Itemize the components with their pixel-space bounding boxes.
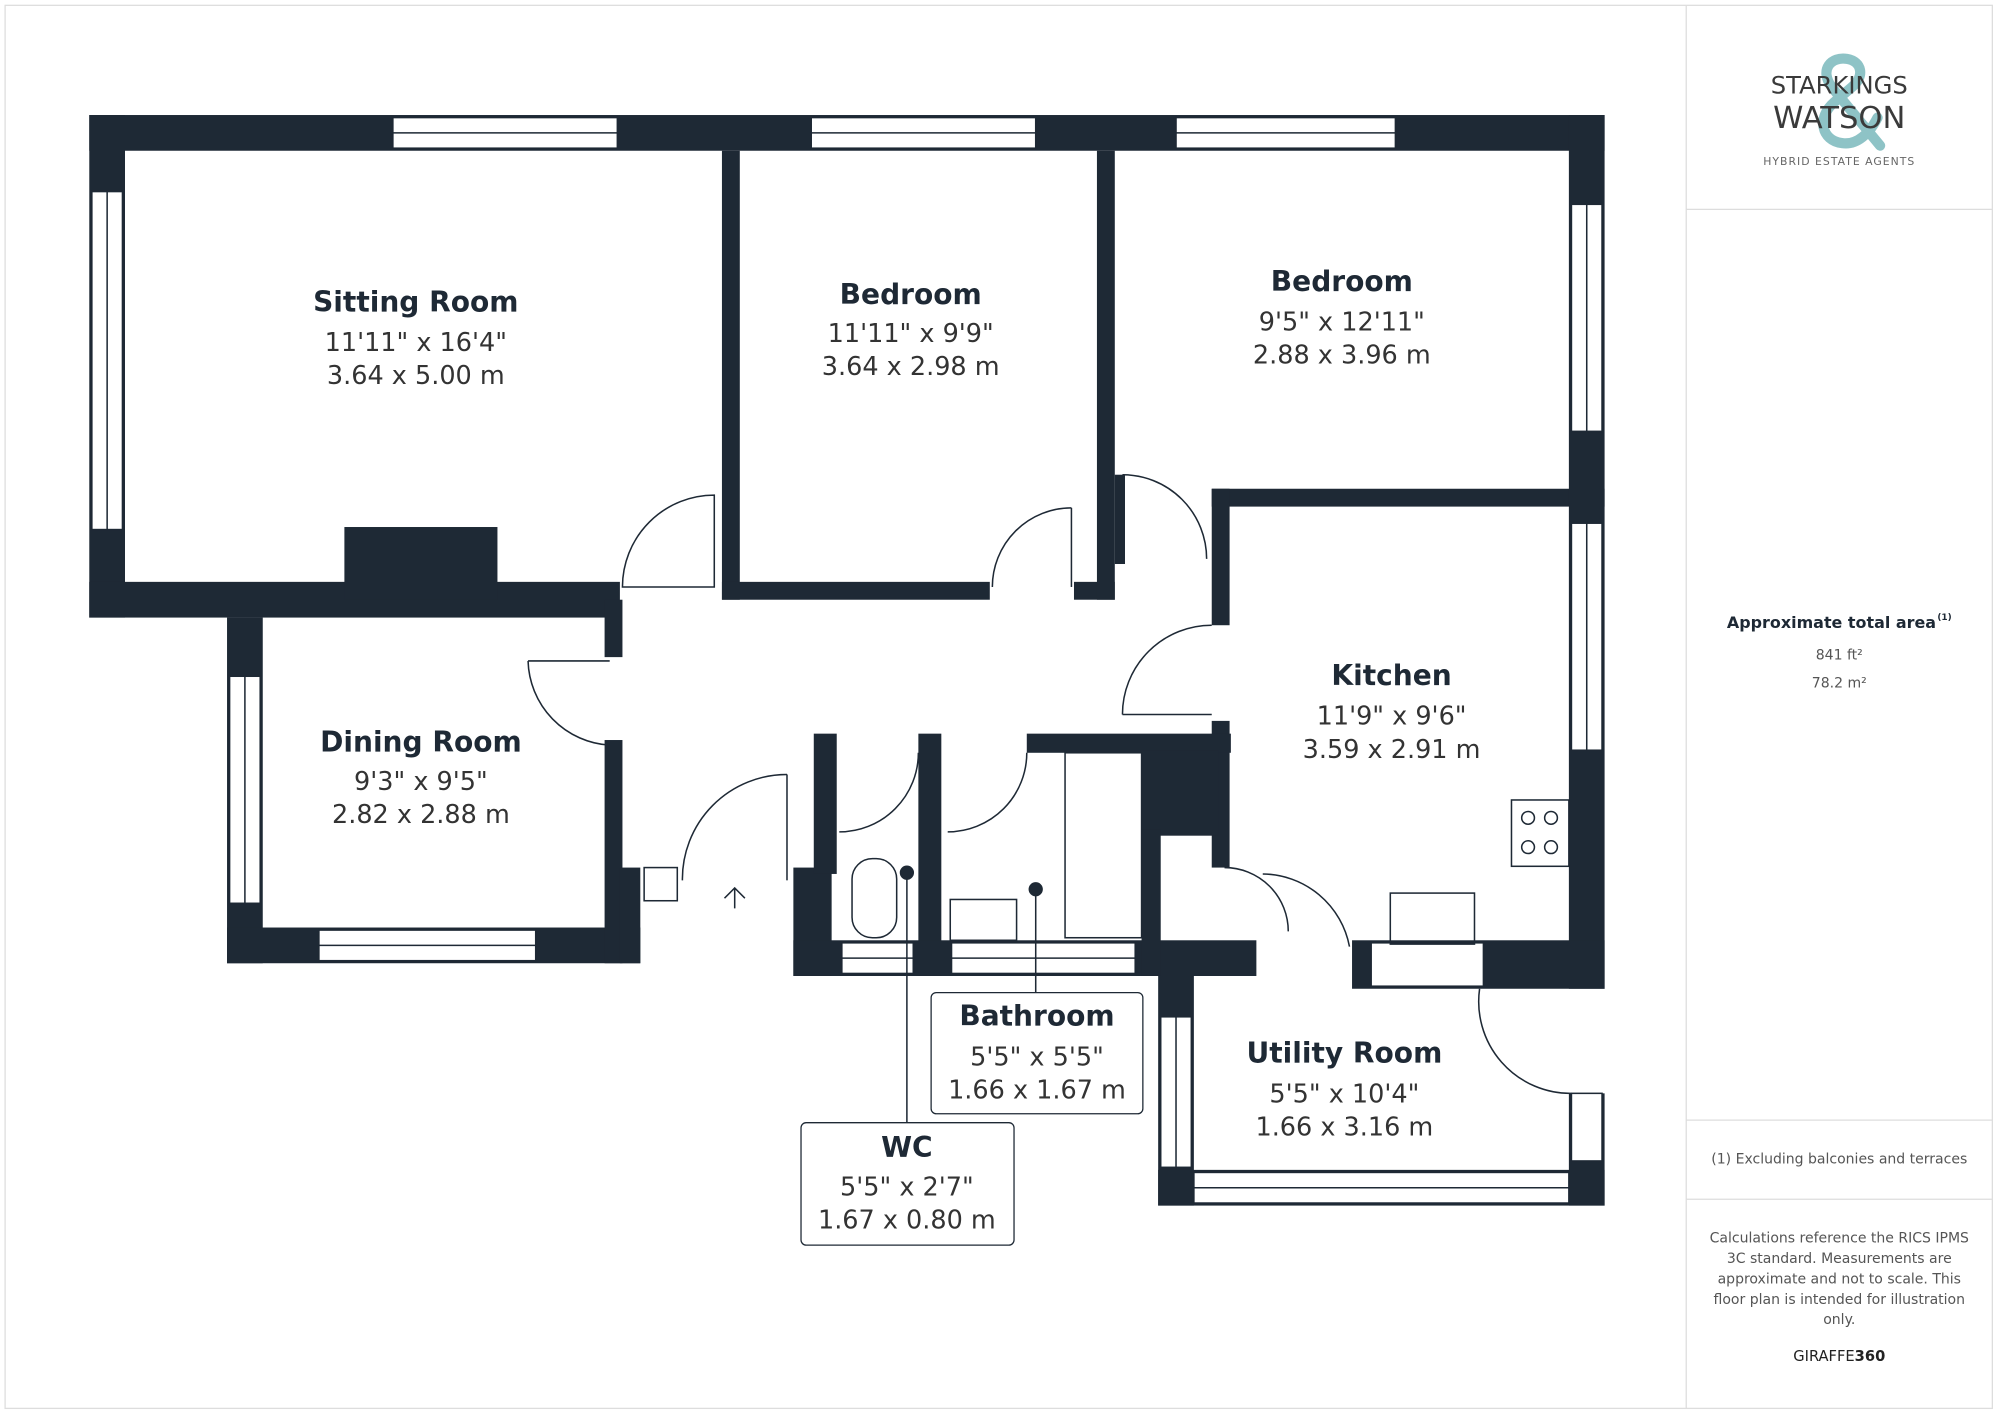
room-dimensions-metric: 2.82 x 2.88 m (332, 800, 510, 830)
room-dimensions-imperial: 9'3" x 9'5" (354, 767, 488, 797)
room-label-bedroom-2: Bedroom 9'5" x 12'11" 2.88 x 3.96 m (1253, 265, 1431, 371)
disclaimer-line: Calculations reference the RICS IPMS (1710, 1231, 1969, 1247)
room-dimensions-metric: 3.59 x 2.91 m (1303, 735, 1481, 765)
area-heading: Approximate total area(1) (1727, 613, 1952, 632)
room-label-bedroom-1: Bedroom 11'11" x 9'9" 3.64 x 2.98 m (822, 278, 1000, 382)
room-label-kitchen: Kitchen 11'9" x 9'6" 3.59 x 2.91 m (1303, 659, 1481, 765)
room-name: Bedroom (840, 278, 982, 311)
room-dimensions-metric: 1.66 x 3.16 m (1255, 1112, 1433, 1142)
room-dimensions-metric: 2.88 x 3.96 m (1253, 341, 1431, 371)
room-label-dining-room: Dining Room 9'3" x 9'5" 2.82 x 2.88 m (320, 726, 522, 830)
room-name: Kitchen (1331, 659, 1451, 692)
area-metric: 78.2 m² (1812, 676, 1867, 692)
logo-ampersand-icon (1818, 53, 1886, 151)
disclaimer-line: approximate and not to scale. This (1718, 1271, 1961, 1287)
giraffe360-credit: GIRAFFE360 (1793, 1348, 1885, 1365)
logo-line1: STARKINGS (1771, 71, 1908, 99)
agent-logo: STARKINGS WATSON HYBRID ESTATE AGENTS (1763, 53, 1915, 168)
room-label-bathroom: Bathroom 5'5" x 5'5" 1.66 x 1.67 m (930, 991, 1144, 1115)
room-name: Dining Room (320, 726, 522, 759)
room-label-utility-room: Utility Room 5'5" x 10'4" 1.66 x 3.16 m (1246, 1037, 1442, 1143)
room-dimensions-imperial: 5'5" x 2'7" (840, 1172, 974, 1202)
area-imperial: 841 ft² (1816, 648, 1863, 664)
room-dimensions-imperial: 11'9" x 9'6" (1317, 702, 1467, 732)
area-footnote-mark: (1) (1937, 613, 1951, 623)
room-dimensions-imperial: 9'5" x 12'11" (1259, 308, 1425, 338)
footnote: (1) Excluding balconies and terraces (1711, 1151, 1967, 1167)
entrance-arrow-icon (723, 886, 746, 909)
room-name: Bedroom (1271, 265, 1413, 298)
disclaimer-line: floor plan is intended for illustration (1714, 1292, 1966, 1308)
logo-tagline: HYBRID ESTATE AGENTS (1763, 155, 1915, 168)
disclaimer-line: 3C standard. Measurements are (1727, 1251, 1952, 1267)
room-name: Utility Room (1246, 1037, 1442, 1070)
page-frame (4, 4, 1993, 1410)
room-name: Bathroom (959, 1000, 1114, 1033)
room-dimensions-imperial: 11'11" x 16'4" (325, 328, 507, 358)
area-title: Approximate total area (1727, 613, 1936, 632)
logo-line2: WATSON (1773, 101, 1905, 136)
area-summary: Approximate total area(1) 841 ft² 78.2 m… (1727, 613, 1952, 692)
credit-part2: 360 (1855, 1348, 1886, 1365)
room-dimensions-metric: 3.64 x 2.98 m (822, 352, 1000, 382)
room-dimensions-metric: 1.67 x 0.80 m (818, 1206, 996, 1236)
room-name: WC (881, 1131, 933, 1164)
room-label-sitting-room: Sitting Room 11'11" x 16'4" 3.64 x 5.00 … (313, 285, 518, 391)
disclaimer: Calculations reference the RICS IPMS 3C … (1710, 1231, 1969, 1329)
room-label-wc: WC 5'5" x 2'7" 1.67 x 0.80 m (800, 1122, 1015, 1246)
disclaimer-line: only. (1823, 1312, 1855, 1328)
walls (89, 115, 1605, 1206)
credit-part1: GIRAFFE (1793, 1348, 1854, 1365)
room-name: Sitting Room (313, 285, 518, 318)
room-dimensions-imperial: 5'5" x 10'4" (1269, 1079, 1419, 1109)
room-dimensions-imperial: 5'5" x 5'5" (970, 1042, 1104, 1072)
room-dimensions-imperial: 11'11" x 9'9" (828, 319, 994, 349)
room-dimensions-metric: 1.66 x 1.67 m (948, 1075, 1126, 1105)
doors-and-fixtures (527, 473, 1572, 1123)
room-dimensions-metric: 3.64 x 5.00 m (327, 361, 505, 391)
